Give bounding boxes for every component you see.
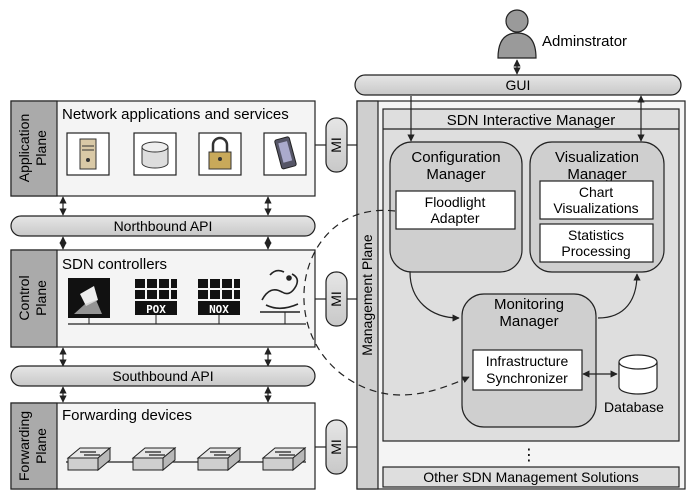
nox-logo-icon: NOX bbox=[198, 279, 240, 316]
svg-text:MI: MI bbox=[328, 439, 344, 455]
application-plane-label-2: Plane bbox=[33, 130, 49, 166]
switch-icon bbox=[66, 446, 112, 472]
application-plane-label-box bbox=[10, 100, 58, 197]
control-plane-title: SDN controllers bbox=[62, 256, 167, 273]
application-plane-title: Network applications and services bbox=[62, 106, 289, 123]
gui-bar[interactable] bbox=[354, 74, 682, 96]
ryu-logo-icon bbox=[260, 269, 300, 313]
gui-label: GUI bbox=[506, 77, 531, 93]
configuration-manager-label-2: Manager bbox=[426, 166, 485, 183]
forwarding-plane-title: Forwarding devices bbox=[62, 407, 192, 424]
monitoring-manager-label-1: Monitoring bbox=[494, 296, 564, 313]
visualization-manager-label-2: Manager bbox=[567, 166, 626, 183]
forwarding-plane-label-1: Forwarding bbox=[16, 411, 32, 481]
control-plane-label-2: Plane bbox=[33, 280, 49, 316]
dashed-flow-arc bbox=[303, 209, 470, 396]
svg-text:MI: MI bbox=[328, 291, 344, 307]
infrastructure-synchronizer-label-1: Infrastructure bbox=[486, 353, 569, 369]
management-plane-label: Management Plane bbox=[359, 234, 375, 356]
forwarding-plane: Forwarding Plane Forwarding devices bbox=[10, 402, 316, 490]
southbound-api-bar bbox=[10, 365, 316, 387]
configuration-manager-label-1: Configuration bbox=[411, 149, 500, 166]
control-plane: Control Plane SDN controllers POX NOX bbox=[10, 249, 316, 348]
northbound-api-label: Northbound API bbox=[114, 218, 213, 234]
mi-connector-application: MI bbox=[325, 117, 348, 173]
forwarding-plane-label-2: Plane bbox=[33, 428, 49, 464]
mi-connector-control: MI bbox=[325, 271, 348, 327]
svg-text:POX: POX bbox=[146, 303, 166, 316]
administrator-label: Adminstrator bbox=[542, 33, 627, 50]
statistics-processing[interactable] bbox=[539, 223, 654, 263]
application-plane-label-1: Application bbox=[16, 114, 32, 183]
mobile-device-icon bbox=[274, 136, 297, 170]
infrastructure-synchronizer[interactable] bbox=[472, 349, 583, 391]
chart-visualizations-label-2: Visualizations bbox=[553, 200, 638, 216]
floodlight-adapter[interactable] bbox=[395, 190, 516, 230]
floodlight-adapter-label-1: Floodlight bbox=[425, 194, 486, 210]
visualization-manager-label-1: Visualization bbox=[555, 149, 639, 166]
infrastructure-synchronizer-label-2: Synchronizer bbox=[486, 370, 568, 386]
other-sdn-management-solutions-label: Other SDN Management Solutions bbox=[423, 469, 639, 485]
switch-icon bbox=[261, 446, 307, 472]
database-label: Database bbox=[604, 399, 664, 415]
switch-icon bbox=[131, 446, 177, 472]
pox-logo-icon: POX bbox=[135, 279, 177, 316]
database-cylinder-icon[interactable] bbox=[618, 354, 658, 395]
management-plane-label-box bbox=[356, 100, 379, 490]
mi-connector-forwarding: MI bbox=[325, 419, 348, 475]
sdn-interactive-manager-title: SDN Interactive Manager bbox=[447, 112, 615, 129]
switch-icon bbox=[196, 446, 242, 472]
other-sdn-management-solutions[interactable] bbox=[382, 466, 680, 488]
ellipsis-more: ⋮ bbox=[521, 447, 537, 464]
statistics-processing-label-1: Statistics bbox=[568, 227, 624, 243]
database-icon bbox=[141, 141, 169, 169]
application-plane: Application Plane Network applications a… bbox=[10, 100, 316, 197]
control-plane-label-1: Control bbox=[16, 275, 32, 320]
administrator-icon bbox=[497, 9, 537, 59]
server-icon bbox=[79, 138, 97, 170]
southbound-api-label: Southbound API bbox=[112, 368, 213, 384]
monitoring-manager-label-2: Manager bbox=[499, 313, 558, 330]
chart-visualizations-label-1: Chart bbox=[579, 184, 613, 200]
statistics-processing-label-2: Processing bbox=[561, 243, 630, 259]
lock-icon bbox=[208, 136, 232, 170]
floodlight-logo-icon bbox=[68, 278, 110, 318]
northbound-api-bar bbox=[10, 215, 316, 237]
svg-text:MI: MI bbox=[328, 137, 344, 153]
svg-text:NOX: NOX bbox=[209, 303, 229, 316]
floodlight-adapter-label-2: Adapter bbox=[430, 210, 479, 226]
chart-visualizations[interactable] bbox=[539, 180, 654, 220]
